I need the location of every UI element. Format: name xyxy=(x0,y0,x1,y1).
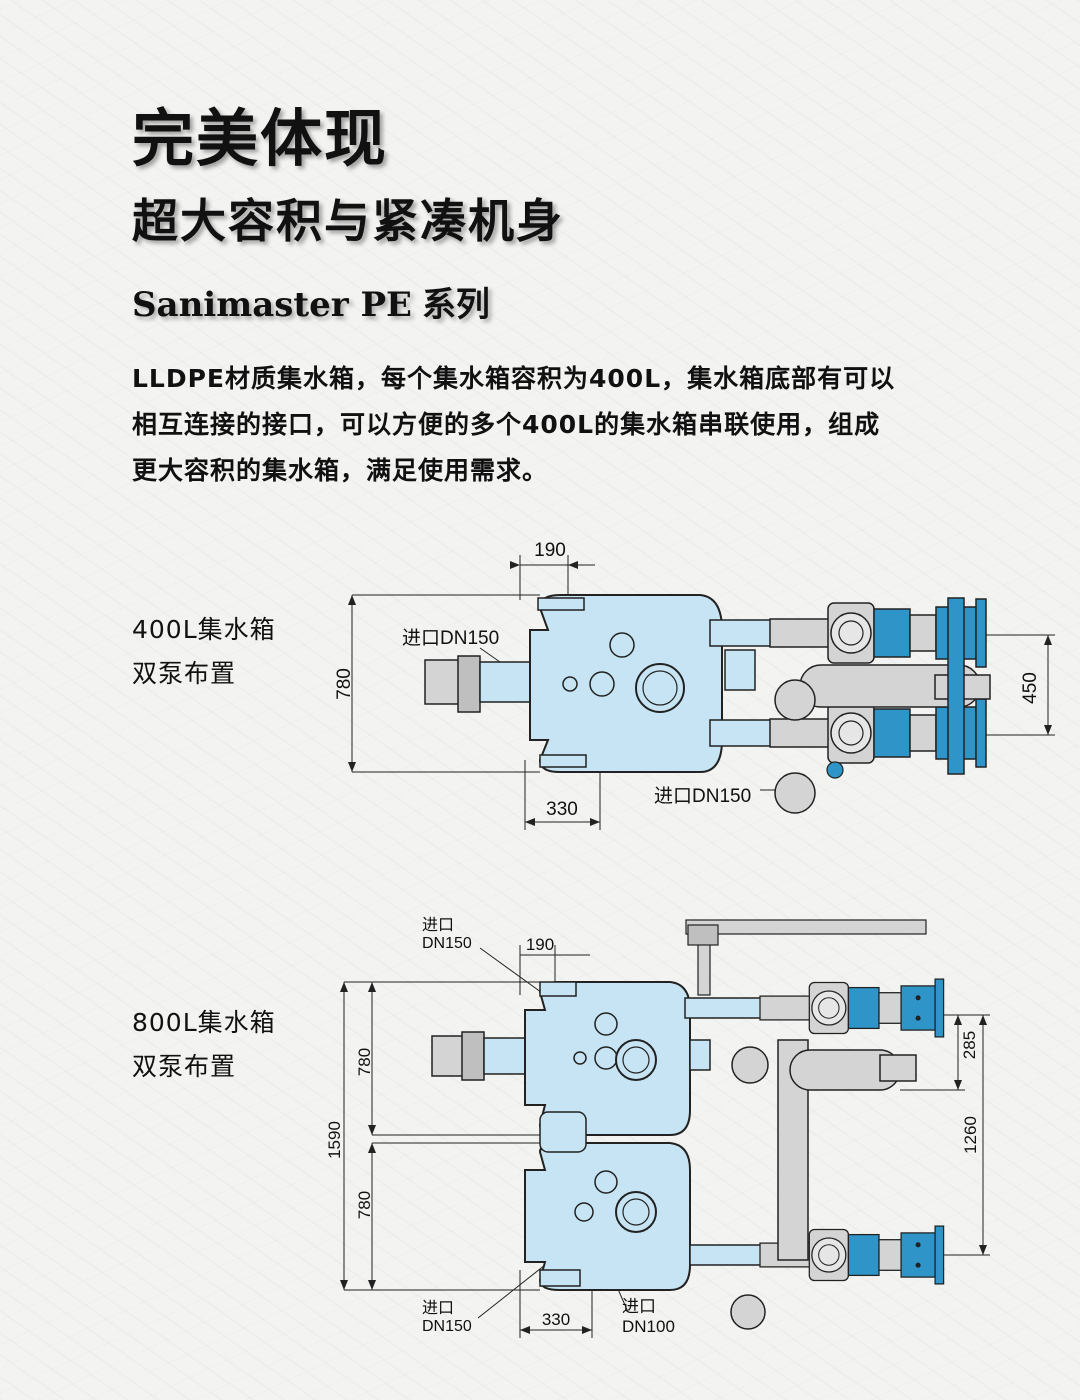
diagram1-label-layout: 双泵布置 xyxy=(132,659,237,688)
inlet-bottom-right-line1: 进口 xyxy=(622,1297,656,1316)
diagram2-drawing: 进口 DN150 190 780 780 1590 285 1260 330 进… xyxy=(325,916,990,1338)
description: LLDPE材质集水箱，每个集水箱容积为400L，集水箱底部有可以 相互连接的接口… xyxy=(132,356,982,494)
dim-height-upper-780: 780 xyxy=(355,1048,374,1076)
diagram2-label-layout: 双泵布置 xyxy=(132,1052,237,1081)
dim-bottom-330: 330 xyxy=(542,1310,570,1329)
dim-top-190: 190 xyxy=(526,935,554,954)
description-line: 相互连接的接口，可以方便的多个400L的集水箱串联使用，组成 xyxy=(132,410,881,439)
diagram1-label-capacity: 400L集水箱 xyxy=(132,615,276,644)
diagram1-label: 400L集水箱 双泵布置 xyxy=(132,608,276,696)
series-suffix: 系列 xyxy=(421,285,490,325)
inlet-bottom-right-line2: DN100 xyxy=(622,1317,675,1336)
dim-height-780: 780 xyxy=(334,668,355,700)
description-line: LLDPE材质集水箱，每个集水箱容积为400L，集水箱底部有可以 xyxy=(132,364,896,393)
dim-total-1590: 1590 xyxy=(325,1121,344,1159)
dim-right-1260: 1260 xyxy=(961,1116,980,1154)
page-subtitle: 超大容积与紧凑机身 xyxy=(132,194,564,248)
series-name: Sanimaster PE xyxy=(132,285,412,325)
inlet-label-left: 进口DN150 xyxy=(402,627,499,649)
inlet-bottom-left-line1: 进口 xyxy=(422,1299,454,1317)
diagram2-label-capacity: 800L集水箱 xyxy=(132,1008,276,1037)
diagram2-label: 800L集水箱 双泵布置 xyxy=(132,1001,276,1089)
dim-right-450: 450 xyxy=(1020,672,1041,704)
inlet-top-label-line1: 进口 xyxy=(422,916,454,934)
dim-height-lower-780: 780 xyxy=(355,1191,374,1219)
inlet-label-bottom: 进口DN150 xyxy=(654,785,751,807)
description-line: 更大容积的集水箱，满足使用需求。 xyxy=(132,456,549,485)
dim-bottom-330: 330 xyxy=(546,799,578,820)
dim-top-190: 190 xyxy=(534,540,566,561)
diagram1-drawing: 190 330 780 450 进口DN150 进口DN150 xyxy=(334,540,1055,830)
inlet-bottom-left-line2: DN150 xyxy=(422,1318,472,1335)
page-title: 完美体现 xyxy=(132,102,389,175)
dim-right-285: 285 xyxy=(960,1031,979,1059)
inlet-top-label-line2: DN150 xyxy=(422,935,472,952)
